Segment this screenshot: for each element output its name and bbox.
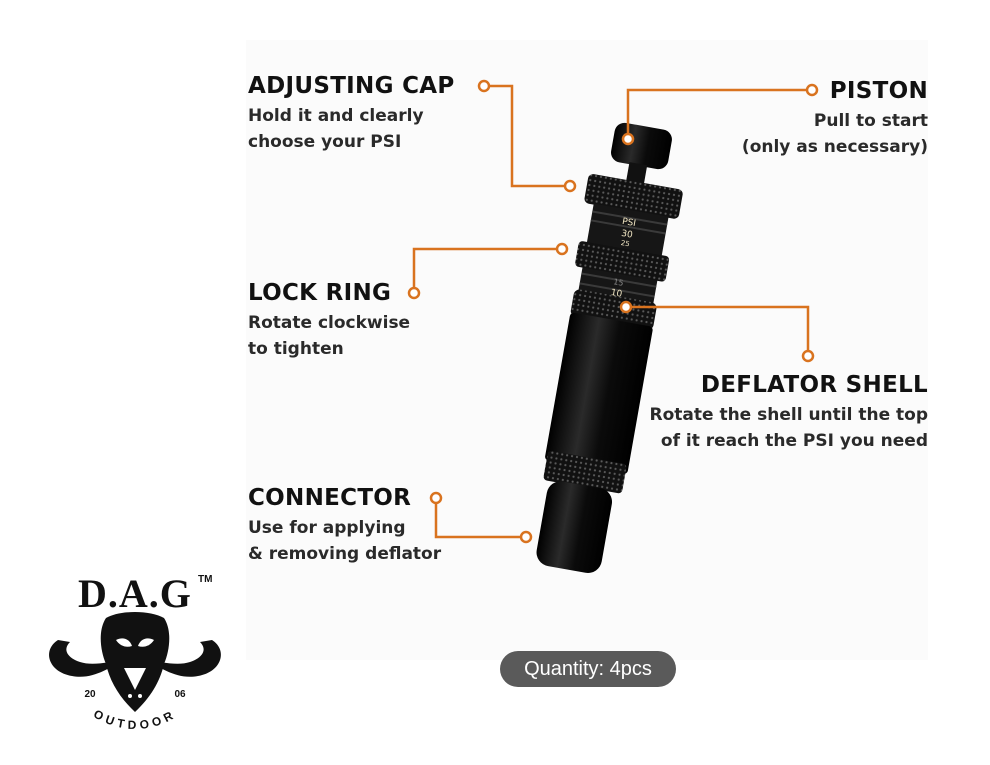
piston-knob (611, 122, 672, 170)
callout-piston: PISTON Pull to start (only as necessary) (742, 78, 928, 160)
piston-title: PISTON (829, 78, 928, 104)
adjusting-cap-title: ADJUSTING CAP (248, 73, 455, 99)
lock-ring-title: LOCK RING (248, 280, 392, 306)
piston-desc-1: Pull to start (813, 111, 928, 131)
buffalo-logo-icon (49, 612, 221, 712)
connector-title: CONNECTOR (248, 485, 412, 511)
deflator-shell-leader (626, 305, 810, 354)
lock-ring-desc-2: to tighten (248, 339, 344, 359)
piston-leader (626, 88, 810, 136)
lock-ring-desc-1: Rotate clockwise (248, 313, 411, 333)
logo-year-right: 06 (174, 689, 186, 700)
callout-lock-ring: LOCK RING Rotate clockwise to tighten (248, 280, 410, 362)
psi-mark-15: 15 (613, 277, 625, 288)
psi-mark-10: 10 (610, 288, 623, 300)
adjusting-cap-leader (484, 84, 570, 188)
callout-dots (407, 79, 819, 544)
callout-connector: CONNECTOR Use for applying & removing de… (248, 485, 441, 567)
lock-ring (575, 241, 670, 282)
connector-desc-1: Use for applying (248, 518, 406, 538)
adjusting-cap-desc-1: Hold it and clearly (248, 106, 424, 126)
deflator-tool: PSI 30 25 15 10 (536, 122, 683, 573)
psi-mark-30: 30 (620, 229, 633, 241)
connector-desc-2: & removing deflator (248, 544, 442, 564)
logo-year-left: 20 (84, 689, 96, 700)
deflator-shell (545, 312, 653, 474)
deflator-shell-title: DEFLATOR SHELL (700, 372, 928, 398)
psi-unit-label: PSI (621, 217, 636, 229)
adjusting-cap (584, 174, 683, 219)
piston-desc-2: (only as necessary) (741, 137, 928, 157)
quantity-badge: Quantity: 4pcs (500, 651, 676, 687)
callout-lines (412, 84, 810, 539)
callout-adjusting-cap: ADJUSTING CAP Hold it and clearly choose… (248, 73, 455, 155)
connector-leader (434, 500, 524, 539)
connector (536, 481, 613, 573)
lock-ring-leader (412, 247, 562, 293)
trademark-mark: TM (198, 574, 213, 585)
deflator-shell-desc-1: Rotate the shell until the top (649, 405, 929, 425)
callout-deflator-shell: DEFLATOR SHELL Rotate the shell until th… (650, 372, 929, 454)
deflator-shell-desc-2: of it reach the PSI you need (660, 431, 928, 451)
psi-mark-25: 25 (620, 239, 630, 248)
brand-logo-text: D.A.G (78, 571, 192, 616)
adjusting-cap-desc-2: choose your PSI (248, 132, 402, 152)
